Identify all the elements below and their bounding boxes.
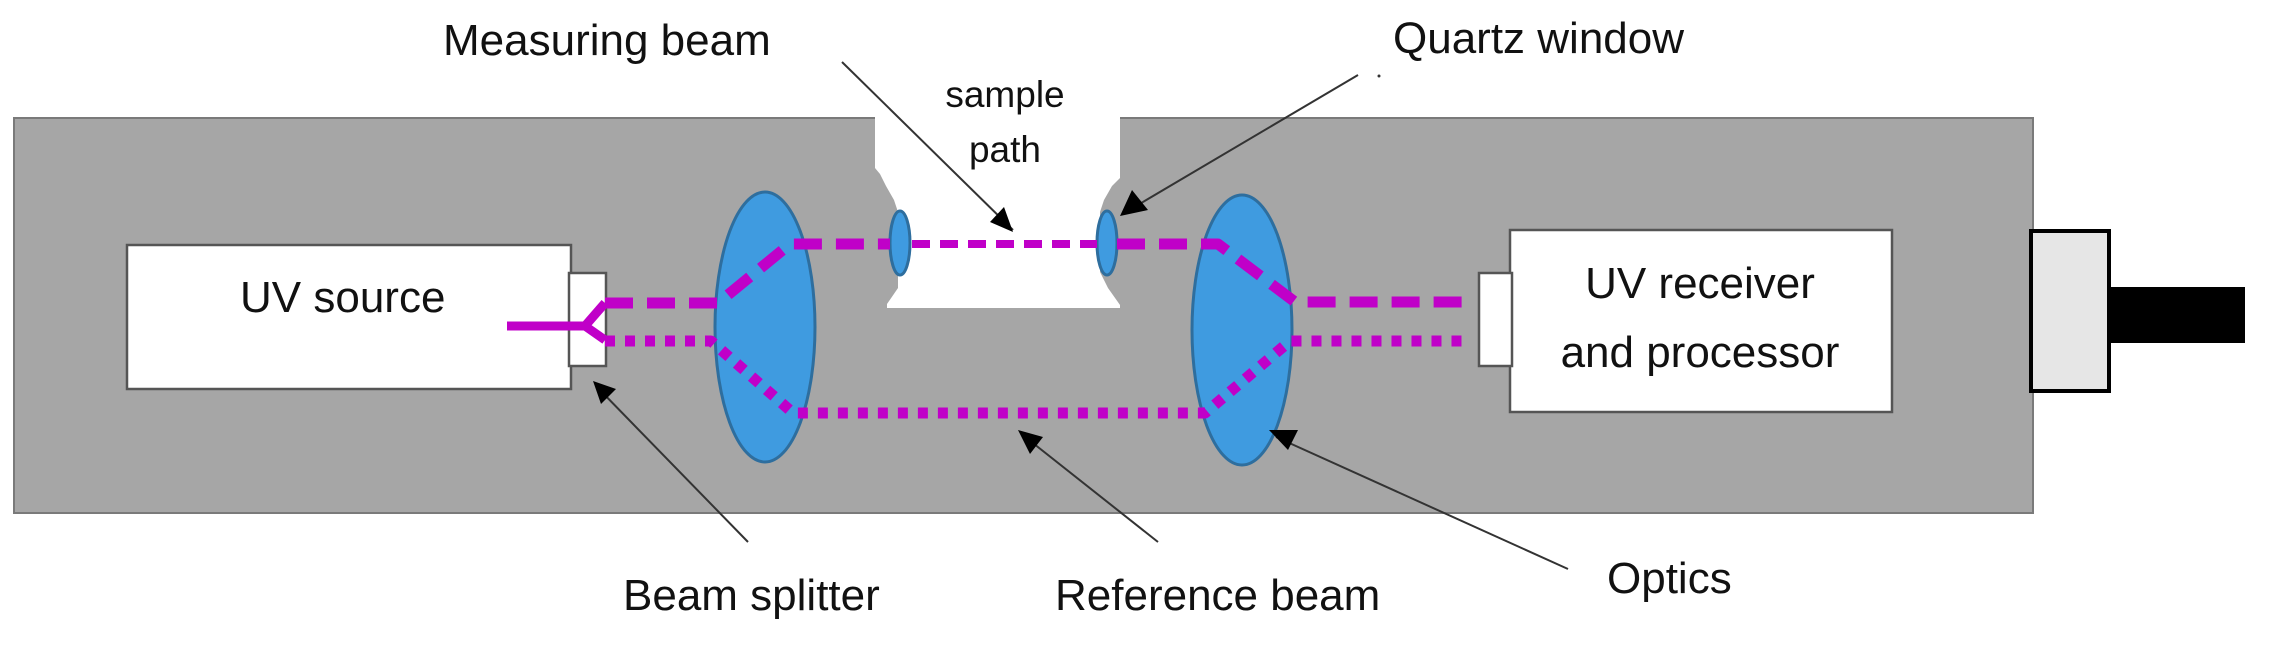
reference-beam-label: Reference beam: [1055, 571, 1380, 620]
beam-splitter-arrowhead: [593, 381, 616, 404]
measuring-beam-arrowhead: [990, 207, 1013, 232]
optics-arrow: [1275, 436, 1569, 570]
split-upper: [581, 300, 609, 329]
reference-beam-arrow: [1023, 435, 1159, 543]
callout-quartz-window: Quartz window: [1120, 14, 1684, 216]
callout-beam-splitter: Beam splitter: [593, 381, 880, 620]
cable: [2107, 287, 2245, 343]
reference-beam-arrowhead: [1018, 430, 1043, 454]
measuring-beam-left: [605, 238, 890, 309]
uv-receiver-label-line1: UV receiver: [1585, 259, 1815, 308]
cable-connector: [2029, 229, 2111, 393]
quartz-window-right: [1095, 209, 1119, 277]
measuring-beam-right: [1117, 238, 1470, 308]
uv-receiver-box: [1508, 228, 1894, 414]
uv-receiver-label-line2: and processor: [1561, 328, 1840, 377]
sample-path-label-line2: path: [969, 129, 1041, 170]
callout-optics: Optics: [1269, 430, 1732, 603]
sample-path-slot: [875, 116, 1120, 308]
beam-paths: [507, 238, 1470, 419]
quartz-window-arrowhead: [1120, 190, 1148, 216]
measuring-beam-label: Measuring beam: [443, 16, 771, 65]
quartz-window-dot: [1377, 74, 1381, 78]
optics-arrowhead: [1269, 430, 1298, 450]
quartz-window-left: [888, 209, 912, 277]
callout-reference-beam: Reference beam: [1018, 430, 1380, 620]
sample-path-label-line1: sample: [945, 74, 1064, 115]
uv-source-label: UV source: [240, 273, 445, 322]
uv-source-box: [125, 243, 573, 391]
reference-beam: [605, 335, 1470, 419]
callout-measuring-beam: Measuring beam: [443, 16, 1014, 232]
optics-label: Optics: [1607, 554, 1732, 603]
beam-splitter-arrow: [596, 386, 749, 543]
receiver-input-window: [1477, 271, 1514, 368]
split-lower: [582, 322, 608, 344]
beam-splitter-label: Beam splitter: [623, 571, 880, 620]
measuring-beam-arrow: [841, 61, 1014, 231]
quartz-window-arrow: [1125, 74, 1359, 213]
quartz-window-label: Quartz window: [1393, 14, 1684, 63]
optics-lens-left: [713, 190, 817, 464]
optics-lens-right: [1190, 193, 1294, 467]
